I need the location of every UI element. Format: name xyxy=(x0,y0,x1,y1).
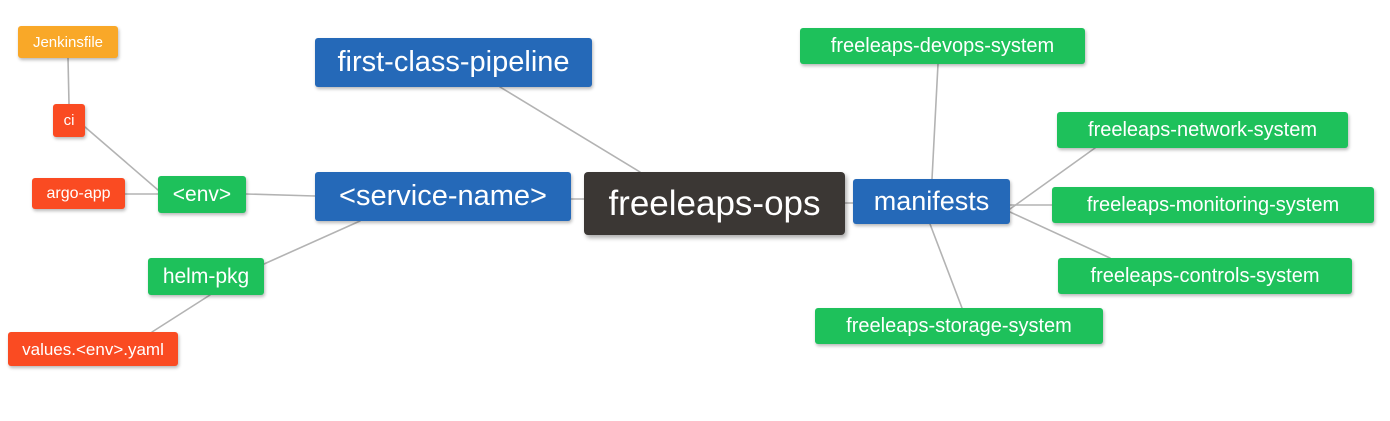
node-freeleaps-ops[interactable]: freeleaps-ops xyxy=(584,172,845,235)
node-first-class-pipeline[interactable]: first-class-pipeline xyxy=(315,38,592,87)
edge-jenkinsfile-to-ci xyxy=(67,57,70,105)
node-ci[interactable]: ci xyxy=(53,104,85,137)
node-argo-app[interactable]: argo-app xyxy=(32,178,125,209)
node-freeleaps-monitoring-system[interactable]: freeleaps-monitoring-system xyxy=(1052,187,1374,223)
edge-values-env-yaml-to-helm-pkg xyxy=(151,294,211,333)
node-helm-pkg[interactable]: helm-pkg xyxy=(148,258,264,295)
node-service-name[interactable]: <service-name> xyxy=(315,172,571,221)
edge-freeleaps-devops-system-to-manifests xyxy=(931,63,939,180)
node-jenkinsfile[interactable]: Jenkinsfile xyxy=(18,26,118,58)
node-values-env-yaml[interactable]: values.<env>.yaml xyxy=(8,332,178,366)
node-env[interactable]: <env> xyxy=(158,176,246,213)
edge-manifests-to-freeleaps-storage-system xyxy=(929,223,963,309)
edge-helm-pkg-to-service-name xyxy=(263,220,361,265)
node-freeleaps-controls-system[interactable]: freeleaps-controls-system xyxy=(1058,258,1352,294)
node-manifests[interactable]: manifests xyxy=(853,179,1010,224)
edge-first-class-pipeline-to-freeleaps-ops xyxy=(499,86,641,173)
node-freeleaps-storage-system[interactable]: freeleaps-storage-system xyxy=(815,308,1103,344)
edge-env-to-service-name xyxy=(245,193,316,197)
node-freeleaps-network-system[interactable]: freeleaps-network-system xyxy=(1057,112,1348,148)
node-freeleaps-devops-system[interactable]: freeleaps-devops-system xyxy=(800,28,1085,64)
